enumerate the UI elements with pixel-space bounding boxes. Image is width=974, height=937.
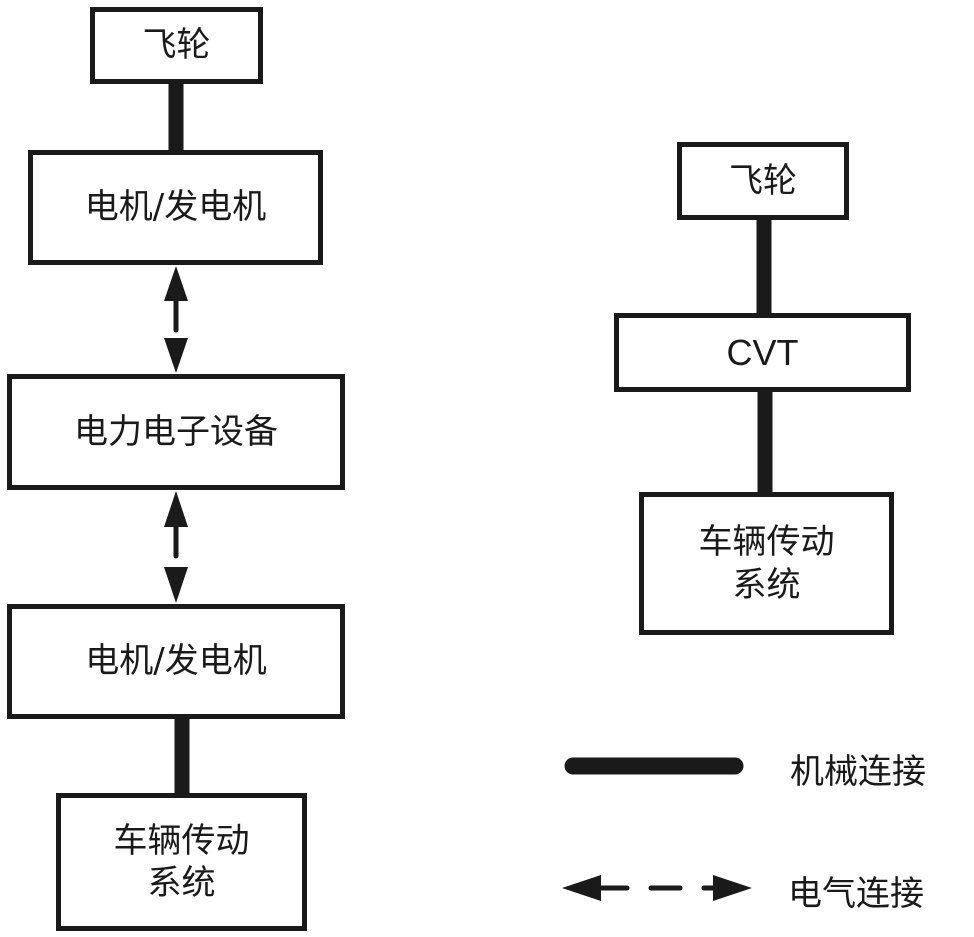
left-motor-generator-bottom-box: 电机/发电机: [7, 604, 345, 719]
left-motor-generator-top-box: 电机/发电机: [28, 150, 323, 265]
cvt-box: CVT: [614, 313, 911, 392]
electrical-link-power-electronics-motor: [164, 491, 188, 603]
power-electronics-box: 电力电子设备: [7, 374, 345, 490]
motor-generator-top-label: 电机/发电机: [84, 187, 267, 228]
power-electronics-label: 电力电子设备: [74, 411, 278, 452]
arrow-head-up: [164, 491, 188, 527]
motor-generator-bottom-label: 电机/发电机: [85, 641, 267, 682]
arrow-head-down: [164, 567, 188, 603]
right-drivetrain-box: 车辆传动 系统: [639, 492, 894, 635]
left-drivetrain-label-line1: 车辆传动: [113, 820, 250, 861]
right-flywheel-box: 飞轮: [677, 142, 849, 220]
arrow-head-left: [562, 875, 601, 901]
arrow-head-down: [164, 338, 188, 373]
legend-electrical-symbol: [562, 875, 752, 901]
legend-electrical-label: 电气连接: [788, 874, 924, 914]
left-flywheel-label: 飞轮: [142, 25, 211, 66]
arrow-head-up: [164, 266, 188, 301]
cvt-label: CVT: [726, 332, 799, 373]
right-drivetrain-label-line2: 系统: [732, 564, 801, 605]
left-flywheel-box: 飞轮: [90, 7, 263, 84]
right-flywheel-label: 飞轮: [729, 160, 797, 201]
left-drivetrain-box: 车辆传动 系统: [56, 793, 307, 931]
left-drivetrain-label-line2: 系统: [147, 863, 216, 903]
legend-mechanical-label: 机械连接: [790, 752, 926, 792]
right-drivetrain-label-line1: 车辆传动: [698, 522, 835, 562]
electrical-link-motor-power-electronics: [164, 266, 188, 373]
arrow-head-right: [713, 875, 752, 901]
